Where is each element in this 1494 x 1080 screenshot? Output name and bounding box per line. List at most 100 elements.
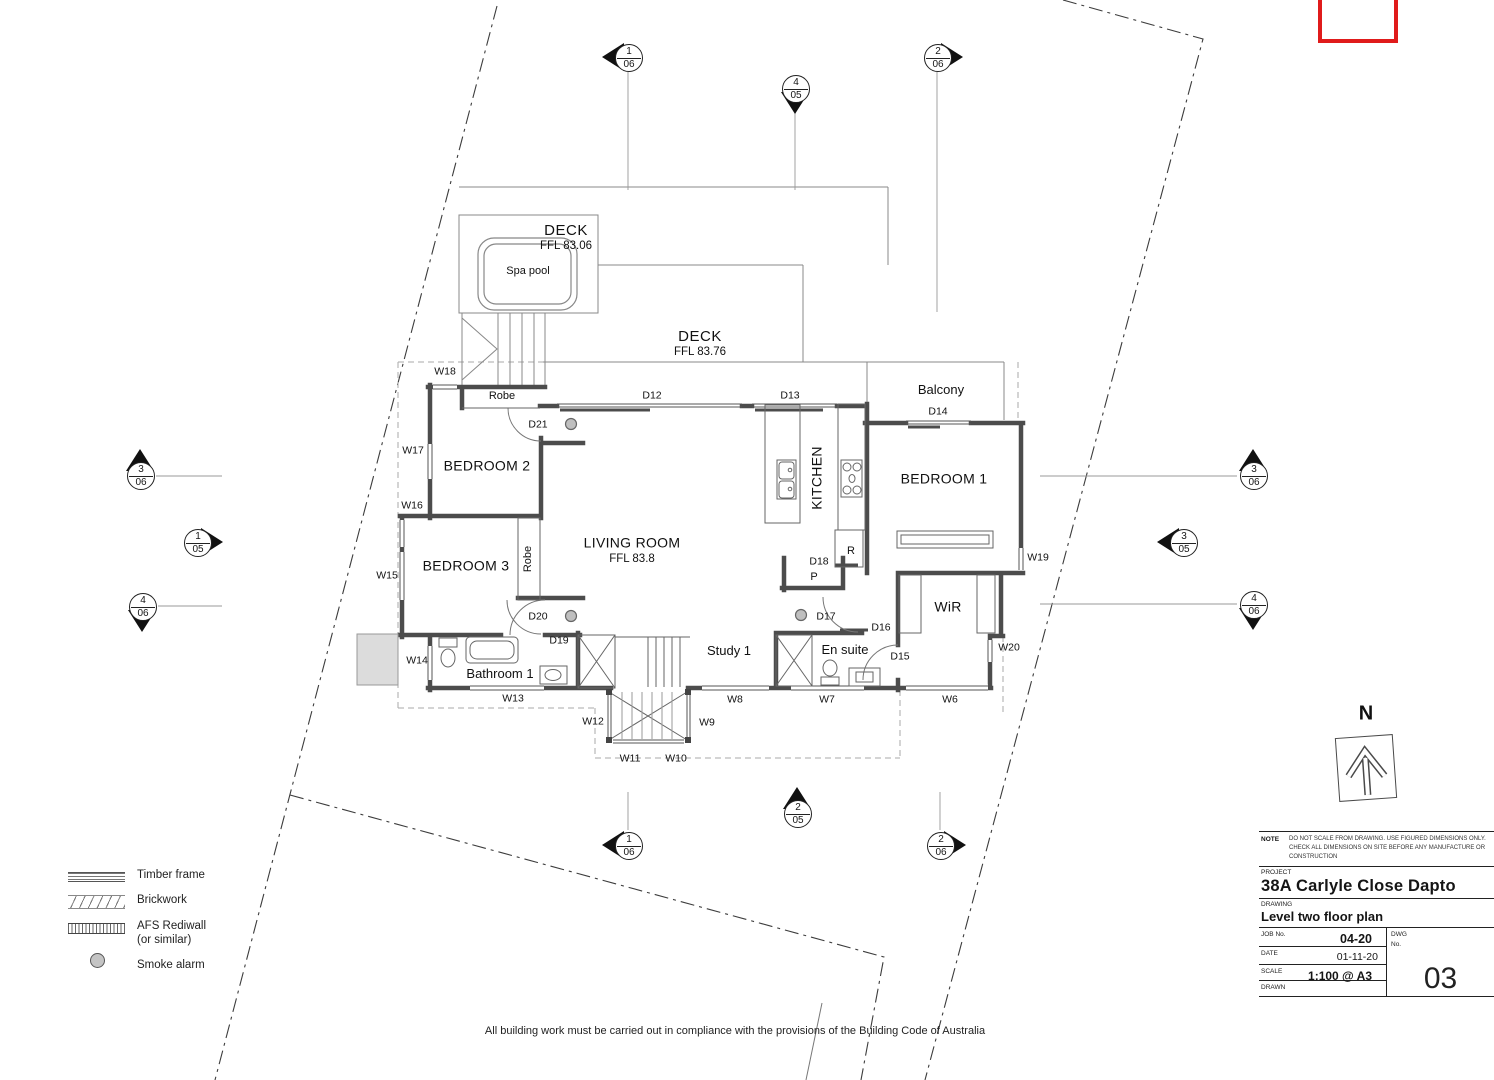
door-leaves xyxy=(560,408,940,632)
window-label-w9: W9 xyxy=(699,716,715,729)
brickwork-symbol xyxy=(68,895,125,909)
window-label-w6: W6 xyxy=(942,693,958,706)
date-label: DATE xyxy=(1261,950,1278,957)
boundary-offset-line xyxy=(805,1002,823,1080)
ffl-label-living-room: FFL 83.8 xyxy=(609,552,655,565)
room-label-wir: WiR xyxy=(934,598,962,615)
room-label-bedroom-3: BEDROOM 3 xyxy=(422,557,510,574)
title-block: NOTE DO NOT SCALE FROM DRAWING. USE FIGU… xyxy=(1259,831,1494,997)
ffl-label-deck-upper: FFL 83.06 xyxy=(540,239,592,252)
window-label-w7: W7 xyxy=(819,693,835,706)
door-label-d15: D15 xyxy=(890,650,910,663)
legend-label-timber: Timber frame xyxy=(137,869,205,881)
drawn-label: DRAWN xyxy=(1261,984,1286,991)
ffl-label-deck-main: FFL 83.76 xyxy=(674,345,726,358)
windows-glazing xyxy=(398,383,1025,692)
room-label-deck-upper: DECK xyxy=(544,222,588,240)
deck-stair xyxy=(461,313,546,385)
fixtures xyxy=(356,403,996,687)
door-label-d17: D17 xyxy=(816,610,836,623)
job-label: JOB No. xyxy=(1261,931,1286,938)
scale-value: 1:100 @ A3 xyxy=(1308,969,1372,983)
site-boundary-lines xyxy=(214,0,1204,1080)
door-arcs xyxy=(506,407,899,681)
window-label-w12: W12 xyxy=(582,715,604,728)
title-block-project: PROJECT 38A Carlyle Close Dapto xyxy=(1259,867,1494,899)
window-label-w19: W19 xyxy=(1027,551,1049,564)
section-leader-lines xyxy=(156,72,1237,830)
room-label-en-suite: En suite xyxy=(821,642,869,658)
legend-label-afs: AFS Rediwall(or similar) xyxy=(137,920,207,946)
drawing-name: Level two floor plan xyxy=(1261,909,1384,924)
label-pantry: P xyxy=(810,571,818,584)
door-label-d20: D20 xyxy=(528,610,548,623)
window-label-w18: W18 xyxy=(434,365,456,378)
legend-label-brick: Brickwork xyxy=(137,894,187,906)
door-label-d19: D19 xyxy=(549,634,569,647)
room-label-balcony: Balcony xyxy=(917,382,965,398)
project-name: 38A Carlyle Close Dapto xyxy=(1261,877,1456,895)
job-number: 04-20 xyxy=(1340,932,1372,946)
timber-frame-symbol xyxy=(68,872,125,882)
drawing-label: DRAWING xyxy=(1261,901,1293,908)
title-block-drawing: DRAWING Level two floor plan xyxy=(1259,899,1494,928)
door-label-d16: D16 xyxy=(871,621,891,634)
room-label-spa-pool: Spa pool xyxy=(506,265,550,278)
room-label-kitchen: KITCHEN xyxy=(808,446,825,510)
room-label-living-room: LIVING ROOM xyxy=(583,534,681,551)
scale-label: SCALE xyxy=(1261,968,1283,975)
label-fridge: R xyxy=(847,545,855,558)
roof-outline-dashed xyxy=(397,361,1019,759)
window-label-w10: W10 xyxy=(665,752,687,765)
title-block-fields: JOB No. 04-20 DATE 01-11-20 SCALE 1:100 … xyxy=(1259,928,1387,996)
room-label-bedroom-2: BEDROOM 2 xyxy=(443,457,531,474)
window-label-w11: W11 xyxy=(619,752,641,765)
room-label-robe-bed3: Robe xyxy=(522,545,535,573)
deck-outline xyxy=(458,186,1005,420)
room-label-bedroom-1: BEDROOM 1 xyxy=(900,470,988,487)
title-block-note: NOTE DO NOT SCALE FROM DRAWING. USE FIGU… xyxy=(1259,832,1494,867)
door-label-d21: D21 xyxy=(528,418,548,431)
door-label-d18: D18 xyxy=(809,555,829,568)
door-label-d13: D13 xyxy=(780,389,800,402)
room-label-bathroom-1: Bathroom 1 xyxy=(466,666,534,682)
window-label-w14: W14 xyxy=(406,654,428,667)
red-annotation-box xyxy=(1318,0,1398,43)
smoke-alarm-symbol xyxy=(90,953,105,968)
spa-pool-shape xyxy=(477,237,578,311)
note-text: DO NOT SCALE FROM DRAWING. USE FIGURED D… xyxy=(1289,836,1486,860)
afs-rediwall-symbol xyxy=(68,923,125,934)
room-label-deck-main: DECK xyxy=(678,328,722,346)
window-label-w20: W20 xyxy=(998,641,1020,654)
smoke-alarms xyxy=(564,417,808,623)
window-label-w17: W17 xyxy=(402,444,424,457)
door-label-d12: D12 xyxy=(642,389,662,402)
compliance-note: All building work must be carried out in… xyxy=(484,1025,986,1037)
north-label: N xyxy=(1358,702,1374,725)
room-label-study-1: Study 1 xyxy=(706,643,752,659)
project-label: PROJECT xyxy=(1261,869,1292,876)
window-label-w16: W16 xyxy=(401,499,423,512)
legend-label-smoke: Smoke alarm xyxy=(137,959,205,971)
note-label: NOTE xyxy=(1261,836,1280,843)
window-label-w13: W13 xyxy=(502,692,524,705)
dwg-number: 03 xyxy=(1423,962,1458,995)
window-label-w15: W15 xyxy=(376,569,398,582)
stairs xyxy=(577,634,691,744)
